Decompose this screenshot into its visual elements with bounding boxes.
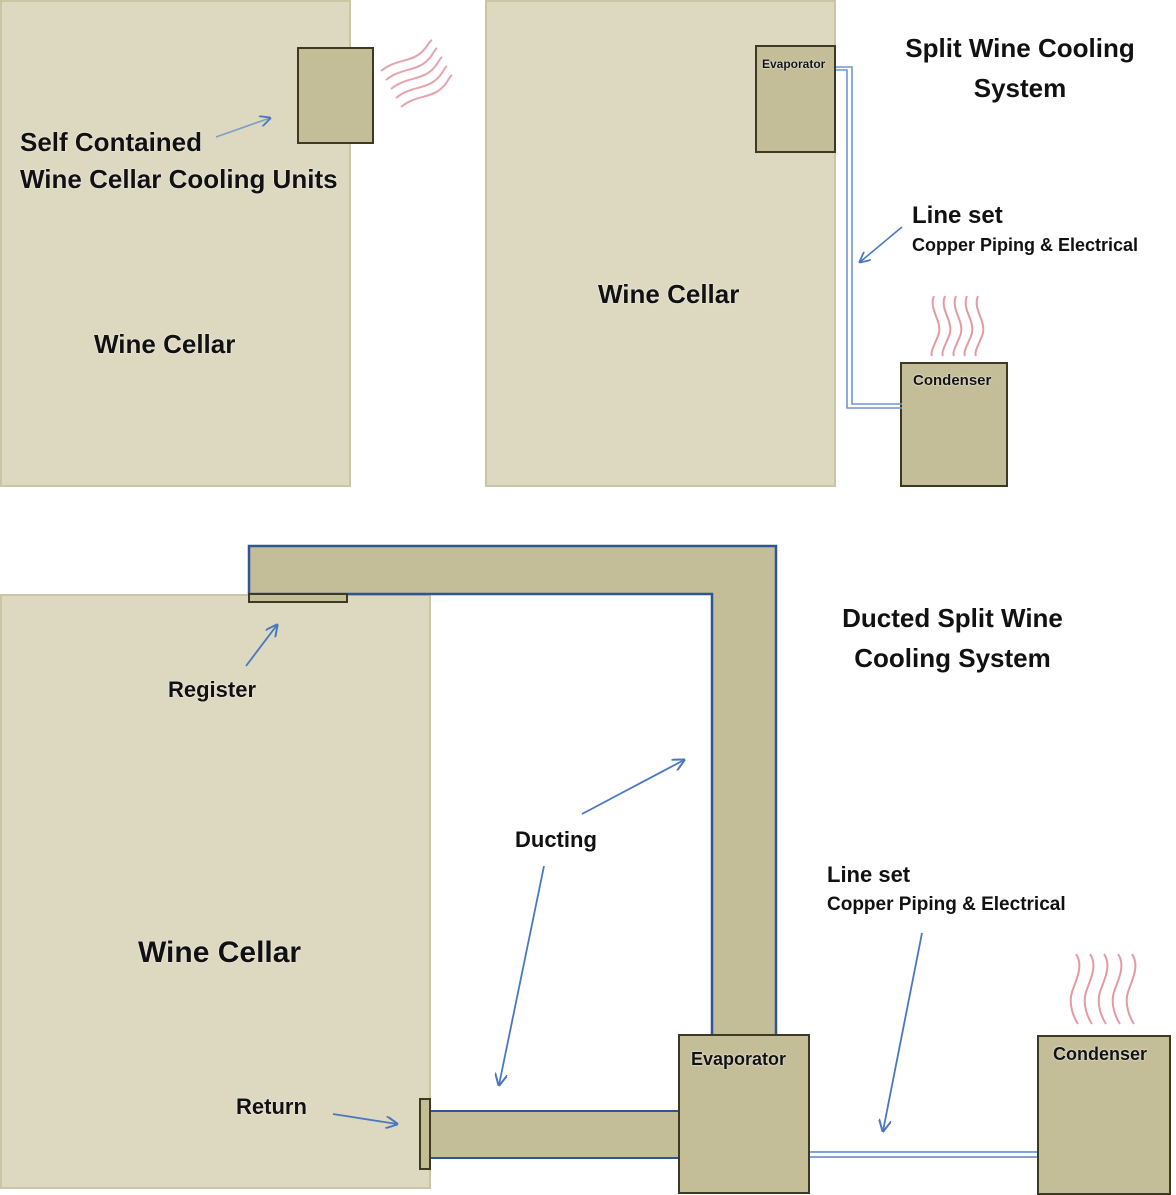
self-contained-heat-waves-icon (380, 39, 453, 108)
split-cellar-label: Wine Cellar (598, 279, 740, 309)
ducted-line-set-arrow-icon (883, 932, 923, 1131)
ducted-condenser-heat-waves-icon (1069, 953, 1137, 1025)
return-label: Return (236, 1094, 307, 1119)
self-contained-unit-label-line2: Wine Cellar Cooling Units (20, 164, 338, 194)
ducted-line-set-pipe (810, 1151, 1038, 1158)
return-duct (430, 1111, 680, 1158)
ducted-evaporator-unit (678, 1034, 810, 1194)
split-line-set-sublabel: Copper Piping & Electrical (912, 235, 1139, 255)
ducted-evaporator-label: Evaporator (691, 1049, 787, 1069)
ducted-cellar-label: Wine Cellar (138, 936, 302, 969)
ducted-condenser-unit (1037, 1035, 1171, 1195)
self-contained-wine-cellar (0, 0, 351, 487)
ducted-line-set-sublabel: Copper Piping & Electrical (827, 894, 1066, 915)
split-condenser-label: Condenser (913, 372, 992, 389)
register-label: Register (168, 677, 257, 702)
split-condenser-heat-waves-icon (930, 295, 985, 357)
split-evaporator-unit (755, 45, 836, 153)
split-line-set-pipe (836, 66, 902, 409)
split-line-set-label: Line set (912, 202, 1003, 229)
split-line-set-arrow-icon (860, 226, 903, 262)
self-contained-cooling-unit (297, 47, 374, 144)
split-title-line1: Split Wine Cooling (905, 33, 1135, 63)
self-contained-cellar-label: Wine Cellar (94, 329, 236, 359)
split-evaporator-label: Evaporator (762, 57, 826, 71)
ducting-arrow-up-icon (581, 760, 684, 815)
ducted-condenser-label: Condenser (1053, 1044, 1148, 1064)
ducting-label: Ducting (515, 827, 597, 852)
ducted-title-line2: Cooling System (854, 643, 1051, 673)
split-title-line2: System (973, 73, 1067, 103)
ducting-arrow-down-icon (499, 865, 545, 1085)
split-condenser-unit (900, 362, 1008, 487)
self-contained-unit-label-line1: Self Contained (20, 127, 203, 157)
ducted-line-set-label: Line set (827, 862, 911, 887)
ducted-title-line1: Ducted Split Wine (842, 603, 1063, 633)
ducted-title: Ducted Split Wine Cooling System (810, 598, 1095, 678)
split-title: Split Wine Cooling System (880, 28, 1160, 108)
